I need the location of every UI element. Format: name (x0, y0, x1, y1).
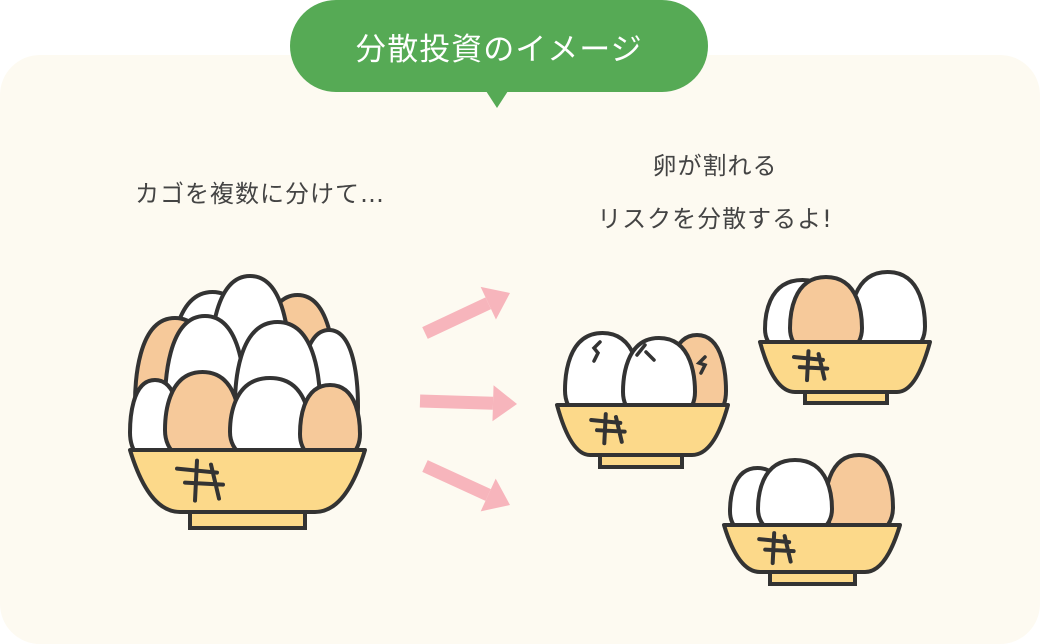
right-caption-line1: 卵が割れる (652, 152, 778, 180)
arrow-shaft (419, 394, 494, 410)
left-caption: カゴを複数に分けて… (135, 180, 385, 208)
bowl-scribble (792, 349, 830, 383)
bowl-scribble (175, 458, 225, 503)
bowl (758, 340, 932, 394)
bowl-scribble (757, 531, 796, 566)
arrow-shaft (422, 297, 492, 339)
crack-line (591, 340, 602, 363)
bowl (722, 523, 902, 574)
arrow-head (480, 286, 510, 320)
bubble-tail (486, 91, 508, 108)
arrow-shaft (422, 460, 491, 501)
bowl-foot (188, 510, 307, 530)
crack-line (695, 355, 708, 375)
title-bubble: 分散投資のイメージ (290, 0, 708, 92)
title: 分散投資のイメージ (355, 31, 643, 68)
arrow-head (492, 385, 517, 422)
right-caption-line2: リスクを分散するよ! (597, 205, 833, 233)
arrow-head (480, 478, 510, 512)
bowl (555, 403, 730, 457)
bowl-scribble (589, 412, 627, 446)
crack-line (635, 343, 656, 362)
bowl (128, 448, 367, 514)
